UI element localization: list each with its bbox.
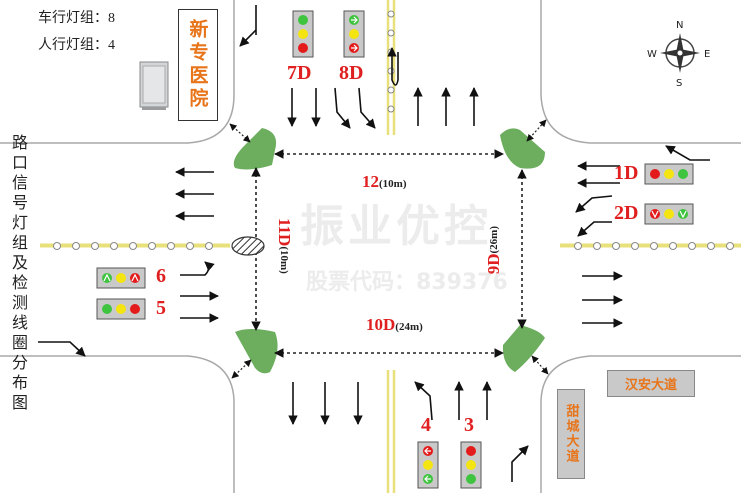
hospital-sign: 新专医院 xyxy=(178,9,218,121)
signal-cabinet xyxy=(139,61,169,110)
distance-top-label: 12 xyxy=(362,172,379,191)
road-name-south: 甜城大道 xyxy=(563,404,579,464)
compass-n: N xyxy=(676,20,683,31)
vehicle-count: 车行灯组：8 xyxy=(38,7,115,27)
label-2d: 2D xyxy=(614,202,639,224)
label-5: 5 xyxy=(156,297,166,319)
signal-6 xyxy=(96,267,146,289)
label-3: 3 xyxy=(464,414,474,436)
distance-top: 12(10m) xyxy=(362,172,407,192)
distance-top-unit: (10m) xyxy=(379,178,407,190)
signal-8d xyxy=(343,10,365,58)
compass-w: W xyxy=(647,49,657,60)
watermark-brand: 振业优控 xyxy=(300,201,492,252)
signal-1d xyxy=(644,163,694,185)
label-1d: 1D xyxy=(614,162,639,184)
signal-3 xyxy=(460,441,482,489)
compass-rose xyxy=(660,33,700,73)
label-8d: 8D xyxy=(339,62,364,84)
corner-crossings xyxy=(229,119,549,379)
road-name-east: 汉安大道 xyxy=(624,378,677,393)
compass-s: S xyxy=(676,78,682,89)
compass-e: E xyxy=(704,49,710,60)
road-sign-east: 汉安大道 xyxy=(607,370,695,397)
pedestrian-count: 人行灯组：4 xyxy=(38,34,115,54)
distance-left-unit: (10m) xyxy=(278,246,290,274)
signal-5 xyxy=(96,298,146,320)
distance-left: 11D(10m) xyxy=(274,218,294,274)
pedestrian-count-value: 4 xyxy=(108,38,115,53)
distance-bottom-unit: (24m) xyxy=(395,321,423,333)
traffic-islands xyxy=(233,128,545,374)
road-sign-south: 甜城大道 xyxy=(557,389,585,479)
pedestrian-count-label: 人行灯组： xyxy=(38,38,108,53)
diagram-title: 路口信号灯组及检测线圈分布图 xyxy=(11,133,28,412)
label-4: 4 xyxy=(421,414,431,436)
signal-7d xyxy=(292,10,314,58)
vehicle-count-value: 8 xyxy=(108,11,115,26)
label-7d: 7D xyxy=(287,62,312,84)
label-6: 6 xyxy=(156,265,166,287)
signal-2d xyxy=(644,203,694,225)
vehicle-count-label: 车行灯组： xyxy=(38,11,108,26)
distance-bottom-label: 10D xyxy=(366,315,396,334)
signal-4 xyxy=(417,441,439,489)
lane-arrows xyxy=(38,5,710,482)
distance-left-label: 11D xyxy=(275,218,294,247)
pedestrian-loop xyxy=(231,236,265,256)
hospital-name: 新专医院 xyxy=(186,19,209,111)
distance-bottom: 10D(24m) xyxy=(366,315,423,335)
watermark-stock: 股票代码：839376 xyxy=(306,270,508,295)
